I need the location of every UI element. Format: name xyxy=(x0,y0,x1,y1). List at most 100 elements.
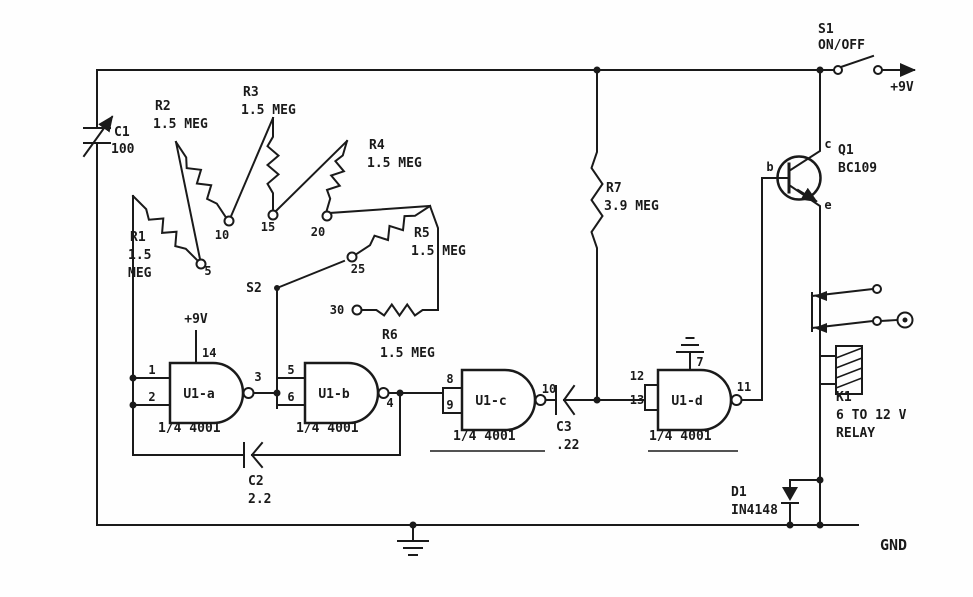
relay-coil-box xyxy=(835,345,863,395)
wires xyxy=(82,54,916,556)
vplus-pin14-label: +9V xyxy=(184,312,208,327)
u1d-output-wire xyxy=(741,177,778,401)
u1b-pin6-label: 6 xyxy=(287,390,294,404)
s1-label: S1 xyxy=(818,22,834,37)
s2-label: S2 xyxy=(246,281,262,296)
feedback-wire xyxy=(251,392,401,456)
junction-dots xyxy=(129,66,824,529)
junction-dot xyxy=(593,396,601,404)
q1-part: BC109 xyxy=(838,161,877,176)
junction-dot xyxy=(409,521,417,529)
resistor-r5 xyxy=(353,204,432,257)
s1-terminal-right xyxy=(873,65,883,75)
u1d-pin11-label: 11 xyxy=(737,380,751,394)
c1-variable-arrow xyxy=(82,115,114,158)
fan-leg-10-to-r3 xyxy=(227,116,275,223)
gates xyxy=(168,361,743,432)
s2-tap-label-20: 20 xyxy=(311,225,325,239)
d1-part: IN4148 xyxy=(731,503,778,518)
junction-dot xyxy=(593,66,601,74)
relay-contact-upper xyxy=(872,284,882,294)
s2-tap-30 xyxy=(351,304,363,316)
relay-contact-lower xyxy=(872,316,882,326)
s1-blade xyxy=(839,54,875,69)
labels: S1 ON/OFF +9V C1 100 R1 1.5 MEG R2 1.5 M… xyxy=(111,22,914,554)
r7-value: 3.9 MEG xyxy=(604,199,659,214)
relay-coil-hatch xyxy=(835,357,863,369)
junction-dot xyxy=(786,521,794,529)
gate-u1d-bubble xyxy=(730,394,743,406)
junction-dot xyxy=(816,521,824,529)
c3-value: .22 xyxy=(556,438,579,453)
resistor-r4 xyxy=(324,139,349,215)
gate-input-bus xyxy=(132,195,245,456)
junction-dot xyxy=(816,476,824,484)
u1c-pin8-label: 8 xyxy=(446,372,453,386)
r3-label: R3 xyxy=(243,85,259,100)
r2-label: R2 xyxy=(155,99,171,114)
d1-label: D1 xyxy=(731,485,747,500)
c2-label: C2 xyxy=(248,474,264,489)
k1-rating: 6 TO 12 V xyxy=(836,408,907,423)
r1-label: R1 xyxy=(130,230,146,245)
d1-top-wire xyxy=(789,479,821,488)
q1-emitter-letter: e xyxy=(824,198,831,212)
u1a-pin3-label: 3 xyxy=(254,370,261,384)
u1b-pin4-label: 4 xyxy=(386,396,393,410)
s2-tap-label-25: 25 xyxy=(351,262,365,276)
u1a-pin2-label: 2 xyxy=(148,390,155,404)
d1-diode-triangle xyxy=(782,487,798,501)
k1-type: RELAY xyxy=(836,426,875,441)
s2-tap-20 xyxy=(321,210,333,222)
k1-label: K1 xyxy=(836,390,852,405)
gnd-label: GND xyxy=(880,536,907,554)
fan-leg-15-to-r4 xyxy=(273,139,349,214)
s2-tap-label-15: 15 xyxy=(261,220,275,234)
u1b-part: 1/4 4001 xyxy=(296,421,359,436)
r1-value: 1.5 xyxy=(128,248,151,263)
junction-dot xyxy=(273,389,281,397)
q1-emitter-arrow xyxy=(796,187,818,203)
q1-emitter-wire xyxy=(787,183,821,526)
r3-value: 1.5 MEG xyxy=(241,103,296,118)
vplus-top-label: +9V xyxy=(890,80,914,95)
resistor-r1 xyxy=(131,194,201,264)
u1d-pin12-label: 12 xyxy=(630,369,644,383)
relay-coil-hatch xyxy=(835,377,863,389)
resistors xyxy=(131,117,604,318)
c2-value: 2.2 xyxy=(248,492,271,507)
r5-value: 1.5 MEG xyxy=(411,244,466,259)
r2-value: 1.5 MEG xyxy=(153,117,208,132)
u1c-pin9-label: 9 xyxy=(446,398,453,412)
gate-u1c-bubble xyxy=(534,394,547,406)
junction-dot xyxy=(816,66,824,74)
resistor-r2 xyxy=(174,140,229,221)
r4-label: R4 xyxy=(369,138,385,153)
c1-label: C1 xyxy=(114,125,130,140)
s2-tap-label-30: 30 xyxy=(330,303,344,317)
s2-tap-10 xyxy=(223,215,235,227)
r5-label: R5 xyxy=(414,226,430,241)
s2-tap-25 xyxy=(346,251,358,263)
s1-terminal-left xyxy=(833,65,843,75)
u1b-pin5-label: 5 xyxy=(287,363,294,377)
s2-tap-label-5: 5 xyxy=(204,264,211,278)
s2-tap-15 xyxy=(267,209,279,221)
resistor-r6 xyxy=(360,302,439,318)
s1-desc-label: ON/OFF xyxy=(818,38,865,53)
r7-label: R7 xyxy=(606,181,622,196)
u1a-pin1-label: 1 xyxy=(148,363,155,377)
junction-dot xyxy=(129,374,137,382)
u1a-pin14-label: 14 xyxy=(202,346,216,360)
junction-dot xyxy=(396,389,404,397)
fan-leg-20-to-r5 xyxy=(327,204,432,215)
relay-arm-arrow-lower xyxy=(814,323,827,333)
r4-value: 1.5 MEG xyxy=(367,156,422,171)
relay-coil-hatch xyxy=(835,347,863,359)
s2-pivot-dot xyxy=(274,285,280,291)
s2-tap-label-10: 10 xyxy=(215,228,229,242)
q1-base-letter: b xyxy=(766,160,773,174)
junction-dot xyxy=(129,401,137,409)
